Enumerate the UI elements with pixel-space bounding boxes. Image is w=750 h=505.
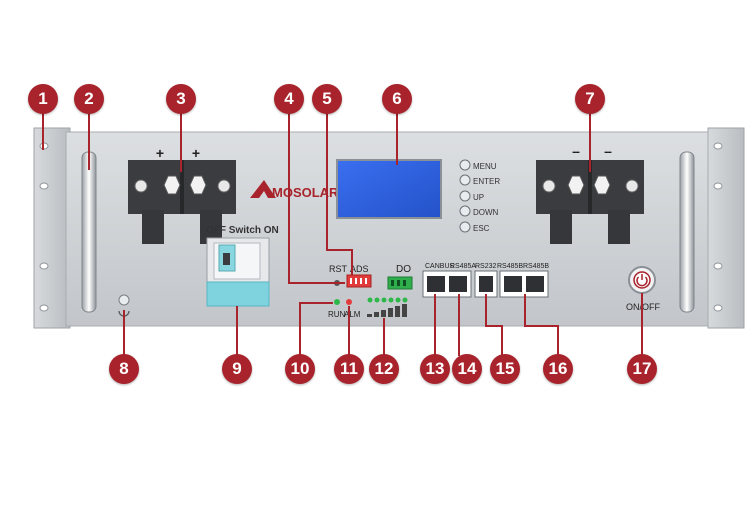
right-handle xyxy=(679,151,695,313)
callout-14: 14 xyxy=(452,354,482,384)
esc-label: ESC xyxy=(473,224,490,233)
negative-label-right: – xyxy=(604,143,612,159)
callout-5: 5 xyxy=(312,84,342,114)
rs232-port[interactable] xyxy=(479,276,493,292)
onoff-label: ON/OFF xyxy=(626,302,660,312)
esc-button[interactable] xyxy=(459,221,471,233)
rs485b-ports xyxy=(499,270,549,298)
callout-13: 13 xyxy=(420,354,450,384)
callout-7: 7 xyxy=(575,84,605,114)
negative-label-left: – xyxy=(572,143,580,159)
alarm-led xyxy=(346,299,352,305)
rst-label: RST xyxy=(329,264,348,274)
canbus-rs485a-ports xyxy=(422,270,472,298)
rs485b-label-1: RS485B xyxy=(497,263,523,270)
soc-bar-icon xyxy=(367,304,407,317)
up-button[interactable] xyxy=(459,190,471,202)
leader-lines xyxy=(42,110,643,356)
enter-button[interactable] xyxy=(459,174,471,186)
right-rack-ear xyxy=(707,127,745,329)
positive-label-right: + xyxy=(192,145,200,161)
power-icon xyxy=(636,276,648,287)
address-dip-switch[interactable] xyxy=(346,274,372,288)
callout-10: 10 xyxy=(285,354,315,384)
callout-15: 15 xyxy=(490,354,520,384)
dry-contact-terminal[interactable] xyxy=(387,276,413,290)
run-label: RUN xyxy=(328,310,346,319)
ear-mounting-holes xyxy=(39,142,723,312)
callout-6: 6 xyxy=(382,84,412,114)
rs485a-port[interactable] xyxy=(449,276,467,292)
callout-4: 4 xyxy=(274,84,304,114)
up-label: UP xyxy=(473,193,484,202)
left-rack-ear xyxy=(33,127,71,329)
logo-mark-icon xyxy=(250,180,276,198)
rs485b-label-2: RS485B xyxy=(523,263,549,270)
callout-9: 9 xyxy=(222,354,252,384)
ads-label: ADS xyxy=(350,264,369,274)
soc-indicator xyxy=(367,297,408,303)
callout-12: 12 xyxy=(369,354,399,384)
rs485b-port-2[interactable] xyxy=(526,276,544,292)
run-led xyxy=(334,299,340,305)
menu-label: MENU xyxy=(473,162,497,171)
canbus-port[interactable] xyxy=(427,276,445,292)
breaker-cover xyxy=(206,281,270,307)
breaker-label: OFF Switch ON xyxy=(206,225,279,236)
do-label: DO xyxy=(396,264,411,275)
logo-text: MOSOLAR xyxy=(272,185,339,200)
callout-3: 3 xyxy=(166,84,196,114)
left-handle xyxy=(81,151,97,313)
callout-1: 1 xyxy=(28,84,58,114)
rs485a-label: RS485A xyxy=(450,263,476,270)
circuit-breaker[interactable] xyxy=(206,237,270,307)
rs232-port-group xyxy=(474,270,498,298)
callout-17: 17 xyxy=(627,354,657,384)
menu-button[interactable] xyxy=(459,159,471,171)
callout-2: 2 xyxy=(74,84,104,114)
positive-label-left: + xyxy=(156,145,164,161)
callout-11: 11 xyxy=(334,354,364,384)
callout-8: 8 xyxy=(109,354,139,384)
menu-buttons: MENU ENTER UP DOWN ESC xyxy=(459,159,500,233)
down-label: DOWN xyxy=(473,208,499,217)
alm-label: ALM xyxy=(344,310,361,319)
enter-label: ENTER xyxy=(473,177,500,186)
canbus-label: CANBUS xyxy=(425,263,455,270)
lcd-display xyxy=(336,159,442,219)
rs232-label: RS232 xyxy=(475,263,497,270)
power-switch[interactable] xyxy=(628,266,656,294)
down-button[interactable] xyxy=(459,205,471,217)
rs485b-port-1[interactable] xyxy=(504,276,522,292)
callout-16: 16 xyxy=(543,354,573,384)
